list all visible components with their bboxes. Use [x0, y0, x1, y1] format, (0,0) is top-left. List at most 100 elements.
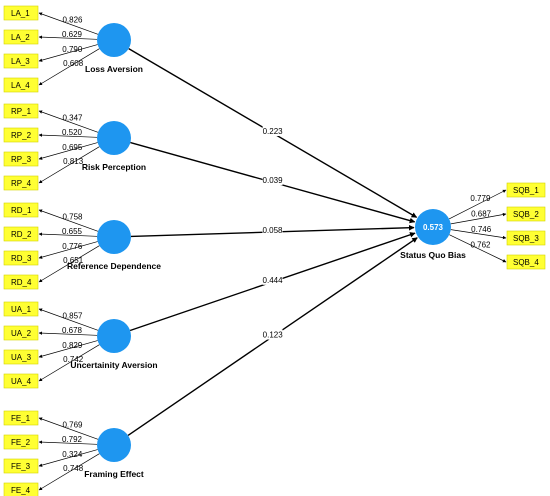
indicator-box: [3, 373, 39, 389]
latent-construct-rp: [97, 121, 131, 155]
indicator-label: RP_4: [11, 179, 32, 188]
loading-value: 0.655: [62, 227, 83, 236]
path-label-background: [262, 329, 283, 340]
loading-arrow: [38, 232, 98, 237]
loading-arrow: [38, 146, 100, 184]
indicator-box: [506, 206, 546, 222]
indicator-label: UA_1: [11, 305, 32, 314]
loading-value: 0.748: [63, 464, 84, 473]
loading-value: 0.758: [62, 213, 83, 222]
indicator-label: LA_2: [11, 33, 30, 42]
loading-arrow: [38, 344, 100, 382]
loading-value: 0.651: [63, 256, 84, 265]
loading-arrow: [38, 44, 98, 62]
indicator-box: [3, 301, 39, 317]
path-label-background: [262, 125, 283, 136]
indicator-box: [506, 182, 546, 198]
loading-value: 0.608: [63, 59, 84, 68]
loading-arrow: [38, 453, 100, 491]
indicator-box: [3, 29, 39, 45]
indicator-label: RD_4: [11, 278, 32, 287]
indicator-box: [3, 482, 39, 496]
loading-value: 0.347: [62, 114, 83, 123]
indicator-box: [506, 254, 546, 270]
indicator-label: FE_1: [11, 414, 31, 423]
loading-value: 0.779: [470, 194, 491, 203]
latent-construct-sqb: [415, 209, 451, 245]
loading-arrow: [38, 241, 98, 259]
loading-arrow: [38, 449, 98, 467]
latent-construct-rd: [97, 220, 131, 254]
loading-arrow: [450, 229, 507, 240]
loading-arrow: [38, 110, 99, 133]
indicator-box: [3, 274, 39, 290]
path-coefficient: 0.123: [263, 331, 284, 340]
loading-arrow: [38, 142, 98, 160]
path-coefficient: 0.444: [263, 276, 284, 285]
loading-value: 0.746: [471, 225, 492, 234]
indicator-label: RD_3: [11, 254, 32, 263]
loading-value: 0.857: [62, 312, 83, 321]
indicator-label: RD_1: [11, 206, 32, 215]
loading-arrow: [38, 35, 98, 40]
indicator-box: [3, 151, 39, 167]
indicator-box: [3, 103, 39, 119]
indicator-label: SQB_4: [513, 258, 539, 267]
indicator-box: [3, 458, 39, 474]
loading-value: 0.829: [62, 341, 83, 350]
loading-arrow: [38, 440, 98, 445]
latent-construct-ua: [97, 319, 131, 353]
indicator-label: FE_2: [11, 438, 31, 447]
latent-construct-la: [97, 23, 131, 57]
loading-value: 0.742: [63, 355, 84, 364]
indicator-label: SQB_3: [513, 234, 539, 243]
loading-arrow: [449, 234, 507, 263]
indicator-box: [3, 226, 39, 242]
indicator-box: [506, 230, 546, 246]
indicator-label: UA_3: [11, 353, 32, 362]
indicator-label: FE_3: [11, 462, 31, 471]
construct-label: Framing Effect: [84, 469, 144, 479]
loading-arrow: [450, 212, 507, 225]
indicator-box: [3, 250, 39, 266]
indicator-box: [3, 127, 39, 143]
indicator-label: SQB_1: [513, 186, 539, 195]
loading-value: 0.695: [62, 143, 83, 152]
indicator-box: [3, 410, 39, 426]
construct-label: Uncertainity Aversion: [70, 360, 157, 370]
indicator-label: RP_3: [11, 155, 32, 164]
path-coefficient: 0.223: [263, 127, 284, 136]
indicator-label: SQB_2: [513, 210, 539, 219]
loading-arrow: [38, 340, 98, 358]
r-squared-value: 0.573: [423, 223, 444, 232]
indicator-label: RP_1: [11, 107, 32, 116]
construct-label: Risk Perception: [82, 162, 146, 172]
indicator-label: LA_4: [11, 81, 30, 90]
indicator-label: LA_1: [11, 9, 30, 18]
indicator-box: [3, 349, 39, 365]
loading-arrow: [38, 209, 99, 232]
loading-value: 0.790: [62, 45, 83, 54]
loading-value: 0.324: [62, 450, 83, 459]
loading-arrow: [38, 308, 99, 331]
loading-value: 0.792: [62, 435, 83, 444]
path-coefficient: 0.058: [262, 226, 283, 235]
indicator-box: [3, 202, 39, 218]
loading-arrow: [38, 245, 100, 283]
loading-arrow: [38, 48, 100, 86]
path-label-background: [262, 225, 283, 236]
loading-value: 0.769: [62, 421, 83, 430]
loading-value: 0.826: [62, 16, 83, 25]
loading-value: 0.813: [63, 157, 84, 166]
indicator-label: RP_2: [11, 131, 32, 140]
loading-value: 0.687: [471, 209, 492, 218]
loading-arrow: [38, 417, 99, 440]
construct-label: Reference Dependence: [67, 261, 161, 271]
indicator-box: [3, 5, 39, 21]
indicator-label: LA_3: [11, 57, 30, 66]
indicator-box: [3, 434, 39, 450]
indicator-label: UA_2: [11, 329, 32, 338]
loading-arrow: [38, 133, 98, 138]
construct-label: Loss Aversion: [85, 64, 143, 74]
